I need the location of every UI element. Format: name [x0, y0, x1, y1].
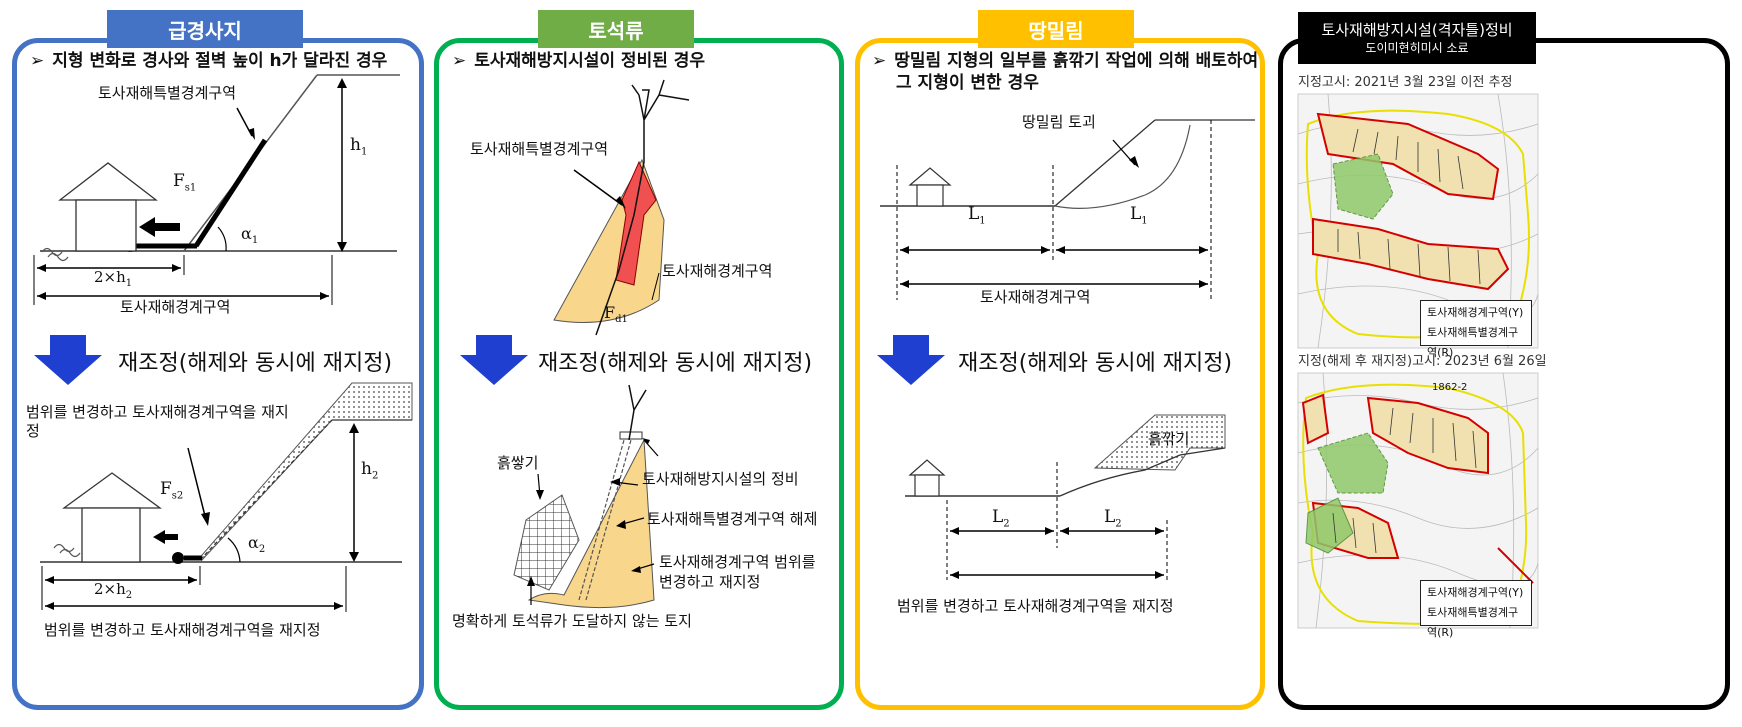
- bullet-arrow-icon: ➢: [30, 51, 45, 71]
- map-parcel-label: 1862-2: [1432, 382, 1468, 393]
- label-change-l2: 변경하고 재지정: [659, 573, 761, 591]
- tag-steep-slope: 급경사지: [107, 10, 303, 48]
- bottom-note-3: 범위를 변경하고 토사재해경계구역을 재지정: [897, 597, 1174, 615]
- steep-slope-diagram-before: [33, 74, 400, 305]
- label-zone-3: 토사재해경계구역: [980, 288, 1091, 306]
- down-arrow-icon: [877, 335, 945, 385]
- readjust-text-2: 재조정(해제와 동시에 재지정): [538, 351, 813, 376]
- label-fs2: Fs2: [160, 479, 184, 502]
- label-zone-2: 토사재해경계구역: [662, 262, 773, 280]
- label-special-zone: 토사재해특별경계구역: [98, 84, 237, 102]
- tag-landslide: 땅밀림: [978, 10, 1134, 48]
- label-l2-left: L2: [992, 507, 1010, 530]
- tag-case-study: 토사재해방지시설(격자틀)정비 도이미현히미시 소료: [1298, 12, 1536, 64]
- case-date-1: 지정고시: 2021년 3월 23일 이전 추정: [1298, 75, 1513, 90]
- label-zone-1: 토사재해경계구역: [120, 298, 231, 316]
- down-arrow-icon: [460, 335, 528, 385]
- label-special-zone-2: 토사재해특별경계구역: [470, 140, 609, 158]
- down-arrow-icon: [34, 335, 102, 385]
- label-release: 토사재해특별경계구역 해제: [647, 510, 818, 528]
- debris-flow-diagram-after: [513, 384, 659, 609]
- label-2xh1: 2×h1: [94, 268, 133, 289]
- legend-zone-r: 토사재해특별경계구역(R): [1427, 326, 1519, 359]
- label-2xh2: 2×h2: [94, 580, 133, 601]
- label-fs1: Fs1: [173, 171, 197, 194]
- bullet-debris-flow: ➢토사재해방지시설이 정비된 경우: [452, 51, 706, 71]
- case-title: 토사재해방지시설(격자틀)정비: [1321, 21, 1513, 39]
- legend-after: 토사재해경계구역(Y) 토사재해특별경계구역(R): [1420, 580, 1532, 639]
- label-change-l1: 토사재해경계구역 범위를: [659, 553, 816, 571]
- debris-flow-diagram-before: [553, 79, 690, 336]
- label-l1-left: L1: [968, 204, 986, 227]
- bullet-arrow-icon: ➢: [872, 51, 887, 71]
- bullet-steep-slope: ➢지형 변화로 경사와 절벽 높이 h가 달라진 경우: [30, 51, 388, 71]
- label-l2-right: L2: [1104, 507, 1122, 530]
- label-cut: 흙깎기: [1148, 430, 1190, 448]
- bottom-note-1: 범위를 변경하고 토사재해경계구역을 재지정: [44, 621, 321, 639]
- label-fd1: Fd1: [604, 303, 628, 326]
- label-h2: h2: [361, 459, 379, 482]
- label-facility: 토사재해방지시설의 정비: [642, 470, 799, 488]
- bullet-arrow-icon: ➢: [452, 51, 467, 71]
- label-l1-right: L1: [1130, 204, 1148, 227]
- landslide-diagram-after: [905, 414, 1226, 580]
- legend-zone-y: 토사재해경계구역(Y): [1427, 306, 1524, 319]
- change-note-1: 범위를 변경하고 토사재해경계구역을 재지정: [26, 403, 289, 440]
- readjust-text-1: 재조정(해제와 동시에 재지정): [118, 351, 393, 376]
- case-date-2: 지정(해제 후 재지정)고시: 2023년 6월 26일: [1298, 354, 1547, 369]
- legend-before: 토사재해경계구역(Y) 토사재해특별경계구역(R): [1420, 300, 1532, 359]
- case-subtitle: 도이미현히미시 소료: [1365, 41, 1469, 55]
- legend-zone-y-2: 토사재해경계구역(Y): [1427, 586, 1524, 599]
- tag-debris-flow: 토석류: [538, 10, 694, 48]
- label-slide-mass: 땅밀림 토괴: [1022, 113, 1096, 131]
- label-alpha2: α2: [248, 533, 266, 556]
- legend-zone-r-2: 토사재해특별경계구역(R): [1427, 606, 1519, 639]
- steep-slope-diagram-after: [40, 382, 413, 612]
- landslide-diagram-before: [880, 119, 1255, 300]
- bottom-note-2: 명확하게 토석류가 도달하지 않는 토지: [452, 612, 692, 630]
- label-h1: h1: [350, 135, 368, 158]
- label-alpha1: α1: [241, 224, 259, 247]
- readjust-text-3: 재조정(해제와 동시에 재지정): [958, 351, 1233, 376]
- label-fill: 흙쌓기: [497, 454, 539, 472]
